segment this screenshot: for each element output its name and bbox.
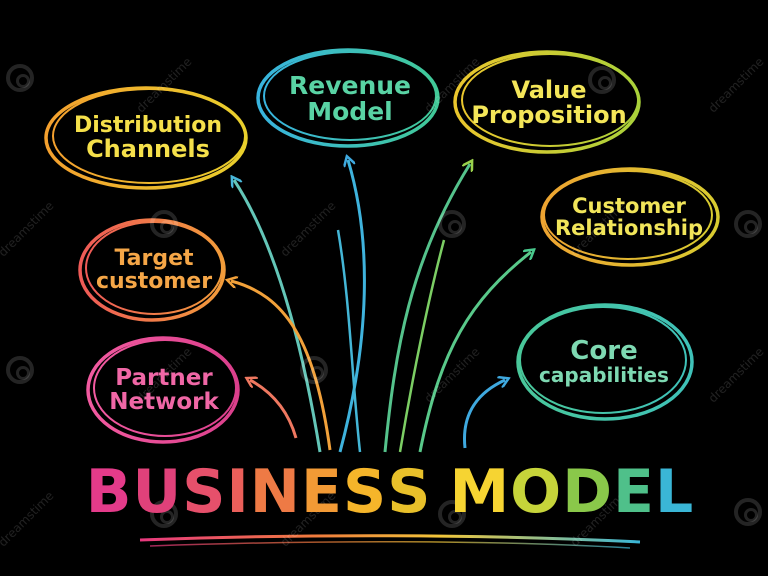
watermark-logo-icon [438, 500, 466, 528]
title-letter: U [132, 457, 183, 527]
node-label-line: Model [307, 97, 393, 126]
node-label-line: capabilities [539, 363, 669, 388]
title-space [431, 457, 449, 527]
watermark-logo-icon [150, 500, 178, 528]
arrow-to-customer-relationship [418, 252, 531, 453]
title-letter: S [343, 457, 388, 527]
node-label-line: Target [114, 245, 194, 271]
ellipse-core-capabilities [516, 303, 694, 421]
title-letter: S [387, 457, 432, 527]
title-letter: M [449, 457, 511, 527]
title-underline [139, 534, 641, 544]
node-label-line: Proposition [471, 101, 627, 129]
watermark-logo-icon [438, 210, 466, 238]
node-label-line: Core [570, 335, 638, 366]
arrow-extra-2 [398, 239, 446, 453]
node-customer-relationship: Customer Relationship [546, 184, 712, 250]
title-letter: E [613, 457, 655, 527]
arrow-to-revenue-model [338, 160, 366, 453]
title-letter: B [85, 457, 133, 527]
arrow-to-partner-network [250, 380, 298, 439]
watermark-logo-icon [6, 64, 34, 92]
ellipse-partner-network [86, 336, 240, 444]
node-label-line: Customer [572, 193, 686, 218]
title-letter: E [301, 457, 344, 527]
arrow-to-value-proposition [383, 164, 470, 453]
title-underline-2 [149, 540, 631, 549]
node-label-line: Relationship [554, 216, 704, 240]
watermark-logo-icon [734, 210, 762, 238]
node-partner-network: Partner Network [94, 356, 234, 424]
node-label-line: Distribution [73, 112, 223, 138]
watermark-logo-icon [150, 210, 178, 238]
ellipse-distribution-channels [44, 86, 248, 190]
title-letter: S [182, 457, 227, 527]
ellipse-revenue-model [256, 48, 440, 148]
ellipse-customer-relationship [540, 167, 720, 267]
arrow-extra-1 [336, 229, 362, 453]
watermark-logo-icon [300, 356, 328, 384]
arrow-to-target-customer [231, 281, 332, 451]
arrow-to-distribution-channels [234, 180, 322, 453]
node-value-proposition: Value Proposition [462, 68, 636, 138]
node-distribution-channels: Distribution Channels [56, 103, 240, 173]
watermark-logo-icon [588, 66, 616, 94]
ellipse-value-proposition [453, 50, 641, 154]
node-label-line: Partner [115, 364, 213, 391]
arrow-to-core-capabilities [463, 380, 505, 449]
title-letter: O [510, 457, 563, 527]
watermark-logo-icon [734, 498, 762, 526]
title-letter: D [562, 457, 613, 527]
node-core-capabilities: Core capabilities [522, 328, 686, 396]
node-label-line: customer [95, 269, 213, 294]
title-letter: L [655, 457, 695, 527]
title-letter: N [249, 457, 302, 527]
node-label-line: Network [109, 389, 219, 415]
title-letter: I [226, 457, 250, 527]
node-label-line: Value [511, 75, 587, 104]
node-revenue-model: Revenue Model [268, 64, 432, 134]
node-label-line: Revenue [288, 70, 411, 100]
node-label-line: Channels [86, 134, 210, 163]
watermark-logo-icon [6, 356, 34, 384]
node-target-customer: Target customer [86, 236, 222, 304]
